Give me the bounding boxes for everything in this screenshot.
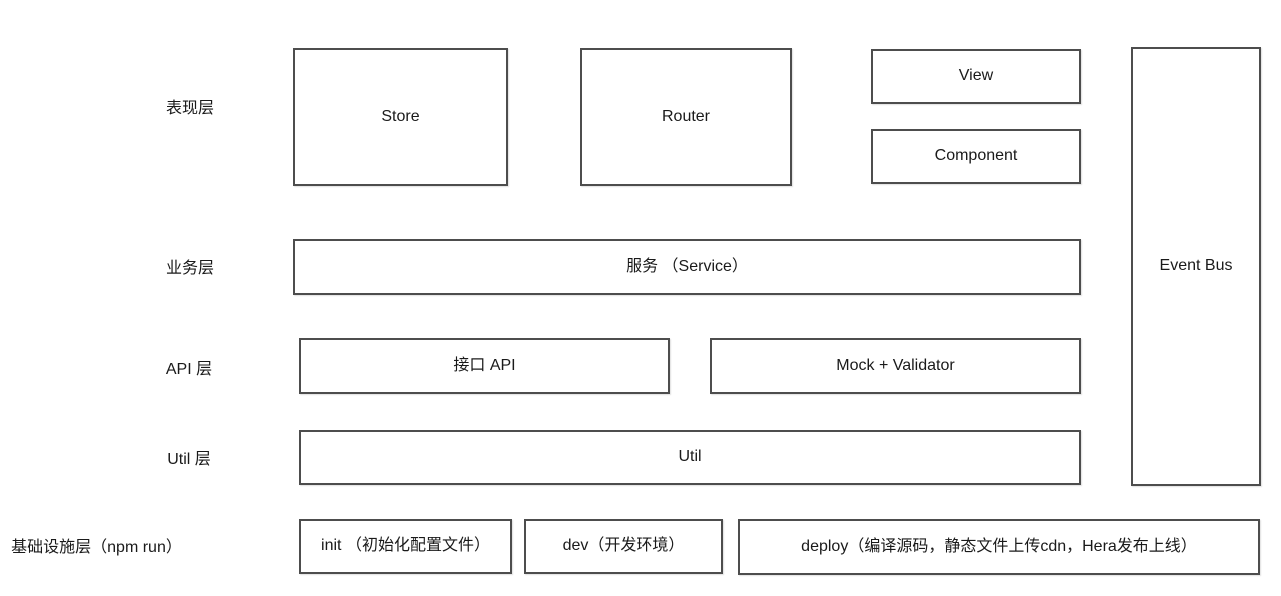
- layer-label-api: API 层: [165, 361, 213, 378]
- layer-label-infrastructure: 基础设施层（npm run）: [11, 539, 182, 556]
- box-mock-validator: Mock + Validator: [710, 338, 1081, 394]
- layer-label-presentation: 表现层: [165, 100, 214, 117]
- box-router: Router: [580, 48, 792, 186]
- box-view: View: [871, 49, 1081, 104]
- box-api: 接口 API: [299, 338, 670, 394]
- box-service: 服务 （Service）: [293, 239, 1081, 295]
- box-deploy: deploy（编译源码，静态文件上传cdn，Hera发布上线）: [738, 519, 1260, 575]
- box-util: Util: [299, 430, 1081, 485]
- box-dev: dev（开发环境）: [524, 519, 723, 574]
- box-event-bus: Event Bus: [1131, 47, 1261, 486]
- layer-label-business: 业务层: [165, 260, 214, 277]
- box-component: Component: [871, 129, 1081, 184]
- box-init: init （初始化配置文件）: [299, 519, 512, 574]
- box-store: Store: [293, 48, 508, 186]
- layer-label-util: Util 层: [167, 451, 211, 468]
